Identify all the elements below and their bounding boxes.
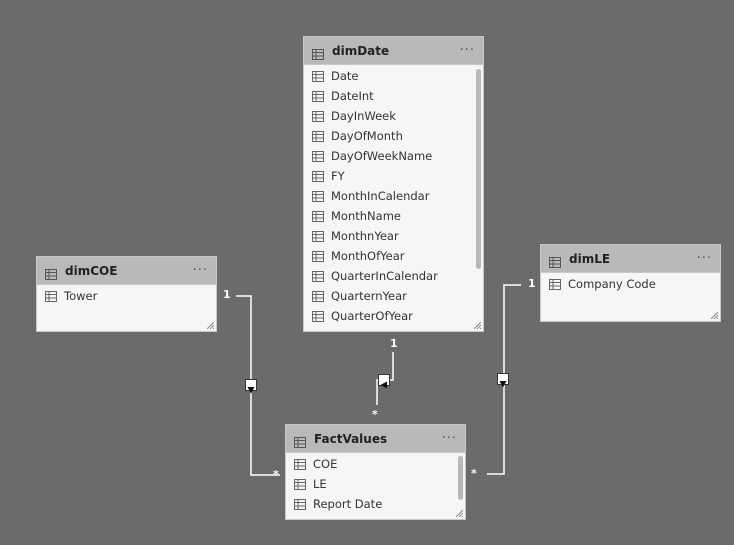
field-label: Tower: [64, 289, 98, 303]
field-label: MonthnYear: [331, 229, 399, 243]
column-icon: [312, 230, 324, 242]
table-icon: [294, 433, 306, 448]
table-icon: [45, 265, 57, 280]
resize-grip-icon[interactable]: [456, 510, 463, 517]
table-header[interactable]: dimCOE ···: [37, 257, 216, 285]
table-title: dimCOE: [65, 263, 118, 278]
field-item[interactable]: Tower: [37, 286, 216, 306]
field-item[interactable]: COE: [286, 454, 465, 474]
field-item[interactable]: QuarternYear: [304, 286, 483, 306]
column-icon: [294, 478, 306, 490]
field-item[interactable]: Report Date: [286, 494, 465, 514]
resize-grip-icon[interactable]: [207, 322, 214, 329]
more-options-icon[interactable]: ···: [459, 43, 475, 58]
resize-grip-icon[interactable]: [474, 322, 481, 329]
field-label: MonthName: [331, 209, 401, 223]
field-label: QuarternYear: [331, 289, 407, 303]
field-item[interactable]: DayOfMonth: [304, 126, 483, 146]
table-title: FactValues: [314, 431, 388, 446]
field-label: DayInWeek: [331, 109, 396, 123]
field-item[interactable]: MonthOfYear: [304, 246, 483, 266]
table-header[interactable]: dimLE ···: [541, 245, 720, 273]
field-label: MonthOfYear: [331, 249, 405, 263]
field-label: Company Code: [568, 277, 656, 291]
more-options-icon[interactable]: ···: [441, 431, 457, 446]
field-item[interactable]: FY: [304, 166, 483, 186]
relationship-line-coe: [236, 295, 280, 476]
table-title: dimLE: [569, 251, 611, 266]
column-icon: [312, 250, 324, 262]
field-item[interactable]: MonthName: [304, 206, 483, 226]
field-list: Tower: [37, 285, 216, 306]
column-icon: [312, 90, 324, 102]
field-label: FY: [331, 169, 345, 183]
field-item[interactable]: MonthInCalendar: [304, 186, 483, 206]
table-header[interactable]: dimDate ···: [304, 37, 483, 65]
field-list: Date DateInt DayInWeek DayOfMonth DayOfW…: [304, 65, 483, 326]
field-item[interactable]: DateInt: [304, 86, 483, 106]
column-icon: [312, 110, 324, 122]
column-icon: [45, 290, 57, 302]
field-item[interactable]: QuarterInCalendar: [304, 266, 483, 286]
scrollbar[interactable]: [476, 69, 481, 269]
scrollbar[interactable]: [458, 456, 463, 500]
table-card-dimLE[interactable]: dimLE ··· Company Code: [540, 244, 721, 322]
field-list: COE LE Report Date: [286, 453, 465, 514]
table-card-dimCOE[interactable]: dimCOE ··· Tower: [36, 256, 217, 332]
column-icon: [312, 210, 324, 222]
more-options-icon[interactable]: ···: [696, 251, 712, 266]
column-icon: [312, 130, 324, 142]
field-label: Report Date: [313, 497, 383, 511]
field-item[interactable]: MonthnYear: [304, 226, 483, 246]
table-header[interactable]: FactValues ···: [286, 425, 465, 453]
column-icon: [312, 170, 324, 182]
cardinality-many-coe: *: [273, 468, 279, 481]
column-icon: [312, 150, 324, 162]
field-item[interactable]: QuarterOfYear: [304, 306, 483, 326]
field-label: MonthInCalendar: [331, 189, 430, 203]
more-options-icon[interactable]: ···: [192, 263, 208, 278]
column-icon: [312, 290, 324, 302]
field-item[interactable]: Date: [304, 66, 483, 86]
column-icon: [312, 70, 324, 82]
field-item[interactable]: DayOfWeekName: [304, 146, 483, 166]
field-list: Company Code: [541, 273, 720, 294]
filter-direction-down-icon[interactable]: [497, 373, 509, 388]
filter-direction-left-icon[interactable]: [378, 374, 390, 389]
field-label: DayOfWeekName: [331, 149, 433, 163]
cardinality-many-date: *: [372, 408, 378, 421]
field-label: QuarterOfYear: [331, 309, 413, 323]
cardinality-many-le: *: [471, 467, 477, 480]
column-icon: [312, 310, 324, 322]
table-card-FactValues[interactable]: FactValues ··· COE LE Report Date: [285, 424, 466, 520]
table-icon: [312, 45, 324, 60]
field-label: COE: [313, 457, 338, 471]
column-icon: [294, 498, 306, 510]
cardinality-one-le: 1: [528, 277, 536, 290]
column-icon: [549, 278, 561, 290]
table-title: dimDate: [332, 43, 390, 58]
resize-grip-icon[interactable]: [711, 312, 718, 319]
column-icon: [312, 190, 324, 202]
field-item[interactable]: DayInWeek: [304, 106, 483, 126]
filter-direction-down-icon[interactable]: [245, 379, 257, 394]
cardinality-one-date: 1: [390, 337, 398, 350]
field-label: QuarterInCalendar: [331, 269, 438, 283]
field-label: LE: [313, 477, 327, 491]
field-label: Date: [331, 69, 359, 83]
cardinality-one-coe: 1: [223, 288, 231, 301]
table-card-dimDate[interactable]: dimDate ··· Date DateInt DayInWeek DayOf…: [303, 36, 484, 332]
table-icon: [549, 253, 561, 268]
column-icon: [312, 270, 324, 282]
field-item[interactable]: LE: [286, 474, 465, 494]
field-item[interactable]: Company Code: [541, 274, 720, 294]
column-icon: [294, 458, 306, 470]
field-label: DateInt: [331, 89, 374, 103]
field-label: DayOfMonth: [331, 129, 403, 143]
